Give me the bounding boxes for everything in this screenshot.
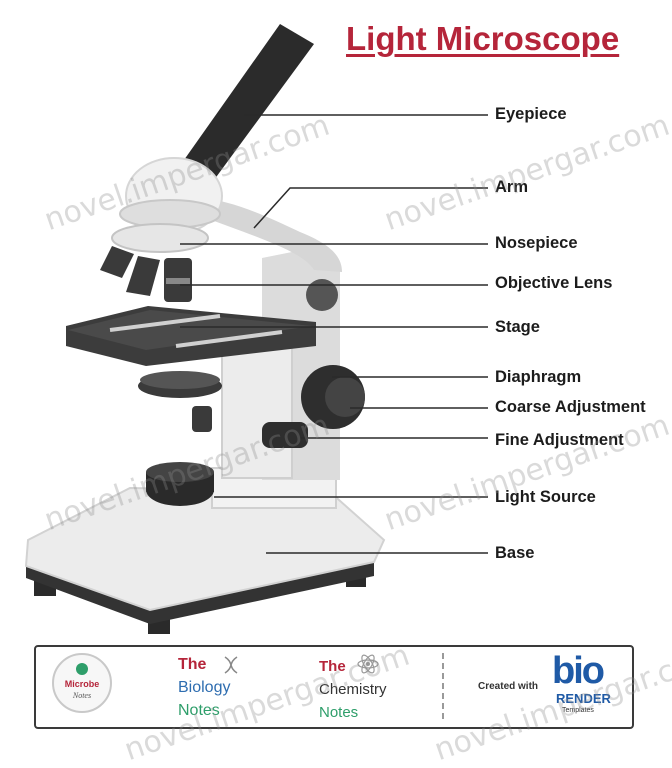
diagram-title: Light Microscope: [346, 20, 620, 57]
fine-adjustment-knob: [262, 422, 308, 448]
chemistry-brand-the: The: [319, 658, 346, 675]
label-diaphragm: Diaphragm: [495, 368, 582, 386]
label-objective-lens: Objective Lens: [495, 274, 613, 292]
label-arm: Arm: [495, 178, 529, 196]
footer-divider: [442, 653, 444, 719]
atom-icon: [357, 654, 379, 674]
microbe-logo-icon: [76, 663, 88, 675]
created-with-text: Created with: [478, 681, 539, 692]
label-eyepiece: Eyepiece: [495, 105, 567, 123]
label-nosepiece: Nosepiece: [495, 234, 578, 252]
arm-curve: [200, 198, 342, 272]
coarse-adjustment-inner: [325, 377, 365, 417]
stage-clip-1: [109, 314, 221, 332]
base-underside: [26, 562, 374, 624]
arm-knob-circle: [306, 279, 338, 311]
microscope-illustration: [24, 24, 488, 634]
chemistry-brand-word: Chemistry: [319, 681, 387, 698]
microbe-logo-name: Microbe: [64, 679, 100, 689]
diaphragm-ring-top: [140, 371, 220, 389]
light-source-top: [146, 462, 214, 482]
chemistry-brand-notes: Notes: [319, 704, 359, 721]
biorender-logo-templates: Templates: [562, 707, 594, 714]
leader-line-arm: [253, 187, 488, 229]
biorender-logo-word: bio: [552, 650, 605, 692]
nosepiece-turret: [111, 223, 209, 253]
label-stage: Stage: [495, 318, 540, 336]
leader-lines: [180, 114, 488, 554]
objective-lens-2: [126, 256, 160, 296]
label-coarse-adjustment: Coarse Adjustment: [495, 398, 646, 416]
biorender-logo-render: RENDER: [556, 691, 611, 706]
pillar-small-knob: [192, 406, 212, 432]
eyepiece-tube: [184, 24, 314, 180]
chemistry-notes-brand: The Chemistry Notes: [319, 655, 387, 724]
stage-clip-2: [175, 330, 283, 348]
credits-footer: Microbe Notes The Biology Notes The Chem…: [34, 645, 634, 729]
label-base: Base: [495, 544, 535, 562]
biology-brand-notes: Notes: [178, 702, 220, 719]
objective-lens-3-ring: [166, 278, 190, 284]
biology-notes-brand: The Biology Notes: [178, 653, 230, 722]
biology-brand-the: The: [178, 656, 207, 673]
biology-brand-word: Biology: [178, 679, 231, 696]
microbe-logo-sub: Notes: [72, 691, 92, 700]
dna-icon: [224, 656, 238, 674]
stage-top: [68, 310, 312, 350]
objective-lens-1: [100, 246, 134, 278]
label-light-source: Light Source: [495, 488, 596, 506]
label-fine-adjustment: Fine Adjustment: [495, 431, 624, 449]
microbe-notes-logo: Microbe Notes: [52, 653, 112, 713]
diagram-canvas: Light Microscope Eyepiece Arm Nosepiece …: [24, 20, 672, 768]
